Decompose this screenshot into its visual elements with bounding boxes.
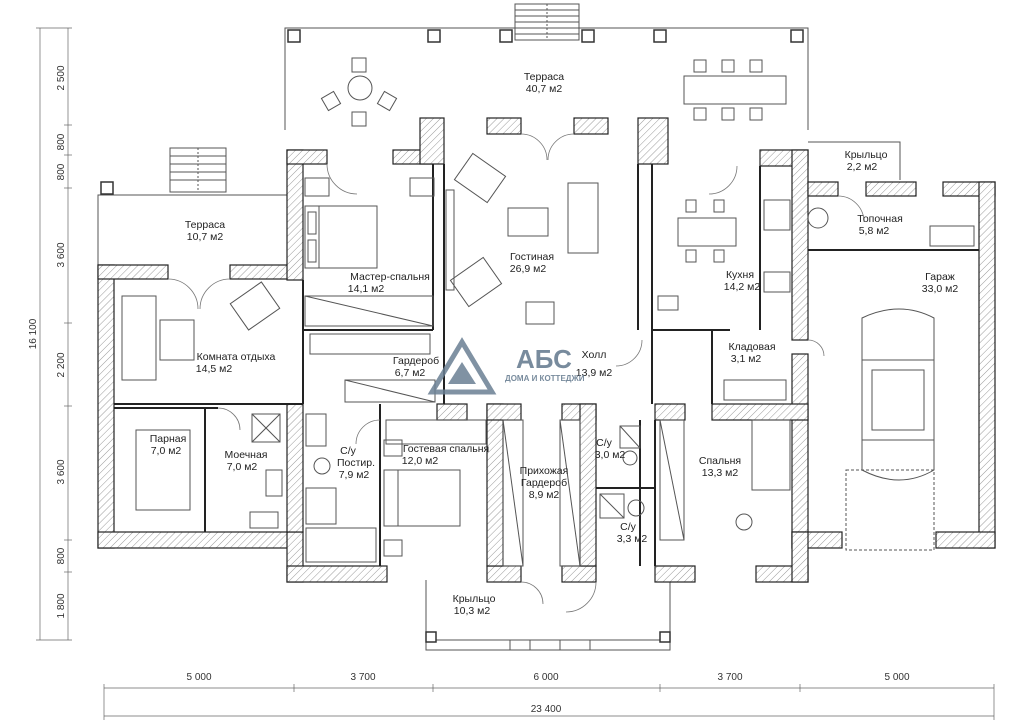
dimension-labels: 5 000 3 700 6 000 3 700 5 000 23 400 2 5… bbox=[28, 65, 910, 715]
room-name-bath-1: С/у bbox=[596, 437, 613, 449]
room-area-bedroom: 13,3 м2 bbox=[702, 467, 739, 479]
dim-bottom-3: 6 000 bbox=[533, 672, 558, 683]
room-area-hall: 13,9 м2 bbox=[576, 367, 613, 379]
dimension-lines bbox=[36, 27, 995, 720]
dim-bottom-2: 3 700 bbox=[350, 672, 375, 683]
room-name-sauna: Парная bbox=[150, 433, 187, 445]
room-name-bedroom: Спальня bbox=[699, 455, 741, 467]
dim-left-8: 1 800 bbox=[56, 593, 67, 618]
walls bbox=[97, 117, 996, 583]
dim-left-5: 2 200 bbox=[56, 352, 67, 377]
room-area-guest-bedroom: 12,0 м2 bbox=[402, 455, 439, 467]
room-name-wardrobe: Гардероб bbox=[393, 355, 439, 367]
dim-left-3: 800 bbox=[56, 163, 67, 180]
room-name-washroom: Моечная bbox=[225, 449, 268, 461]
room-area-bath-2: 3,3 м2 bbox=[617, 533, 648, 545]
dim-bottom-5: 5 000 bbox=[884, 672, 909, 683]
room-name-pantry: Кладовая bbox=[728, 341, 775, 353]
room-area-porch-front: 10,3 м2 bbox=[454, 605, 491, 617]
room-name-porch-small: Крыльцо bbox=[845, 149, 888, 161]
partitions bbox=[114, 164, 979, 566]
room-name-terrace-top: Терраса bbox=[524, 71, 564, 83]
room-name-kitchen: Кухня bbox=[726, 269, 754, 281]
room-area-garage: 33,0 м2 bbox=[922, 283, 959, 295]
room-name-garage: Гараж bbox=[925, 271, 955, 283]
dim-bottom-1: 5 000 bbox=[186, 672, 211, 683]
room-area-washroom: 7,0 м2 bbox=[227, 461, 258, 473]
furniture bbox=[121, 57, 975, 567]
room-area-living-room: 26,9 м2 bbox=[510, 263, 547, 275]
room-area-kitchen: 14,2 м2 bbox=[724, 281, 761, 293]
room-area-boiler: 5,8 м2 bbox=[859, 225, 890, 237]
room-name-terrace-left: Терраса bbox=[185, 219, 225, 231]
room-area-terrace-left: 10,7 м2 bbox=[187, 231, 224, 243]
room-area-wardrobe: 6,7 м2 bbox=[395, 367, 426, 379]
logo-tagline-text: ДОМА И КОТТЕДЖИ bbox=[505, 374, 585, 383]
room-name-porch-front: Крыльцо bbox=[453, 593, 496, 605]
doors bbox=[167, 133, 865, 613]
room-area-master-bedroom: 14,1 м2 bbox=[348, 283, 385, 295]
company-logo: АБС ДОМА И КОТТЕДЖИ bbox=[427, 337, 585, 395]
dim-left-1: 2 500 bbox=[56, 65, 67, 90]
room-name-laundry-bath: С/у bbox=[340, 445, 357, 457]
dim-left-4: 3 600 bbox=[56, 242, 67, 267]
dim-left-2: 800 bbox=[56, 133, 67, 150]
room-area-porch-small: 2,2 м2 bbox=[847, 161, 878, 173]
dim-bottom-4: 3 700 bbox=[717, 672, 742, 683]
room-name-rest-room: Комната отдыха bbox=[197, 351, 276, 363]
room-area-rest-room: 14,5 м2 bbox=[196, 363, 233, 375]
room-name-hall: Холл bbox=[582, 349, 607, 361]
room-name2-laundry-bath: Постир. bbox=[337, 457, 375, 469]
terraces bbox=[97, 3, 901, 651]
room-area-laundry-bath: 7,9 м2 bbox=[339, 469, 370, 481]
room-name-entry: Прихожая bbox=[520, 465, 569, 477]
room-name-boiler: Топочная bbox=[857, 213, 903, 225]
logo-brand-text: АБС bbox=[516, 344, 572, 374]
dim-total-height: 16 100 bbox=[28, 318, 39, 349]
room-name2-entry: Гардероб bbox=[521, 477, 567, 489]
room-name-bath-2: С/у bbox=[620, 521, 637, 533]
dim-left-7: 800 bbox=[56, 547, 67, 564]
room-area-terrace-top: 40,7 м2 bbox=[526, 83, 563, 95]
room-name-guest-bedroom: Гостевая спальня bbox=[403, 443, 489, 455]
room-area-bath-1: 3,0 м2 bbox=[595, 449, 626, 461]
room-name-master-bedroom: Мастер-спальня bbox=[350, 271, 430, 283]
room-name-living-room: Гостиная bbox=[510, 251, 554, 263]
room-area-entry: 8,9 м2 bbox=[529, 489, 560, 501]
dim-left-6: 3 600 bbox=[56, 459, 67, 484]
room-area-pantry: 3,1 м2 bbox=[731, 353, 762, 365]
room-labels: Терраса 40,7 м2 Терраса 10,7 м2 Мастер-с… bbox=[150, 71, 959, 617]
dim-total-width: 23 400 bbox=[531, 704, 562, 715]
room-area-sauna: 7,0 м2 bbox=[151, 445, 182, 457]
